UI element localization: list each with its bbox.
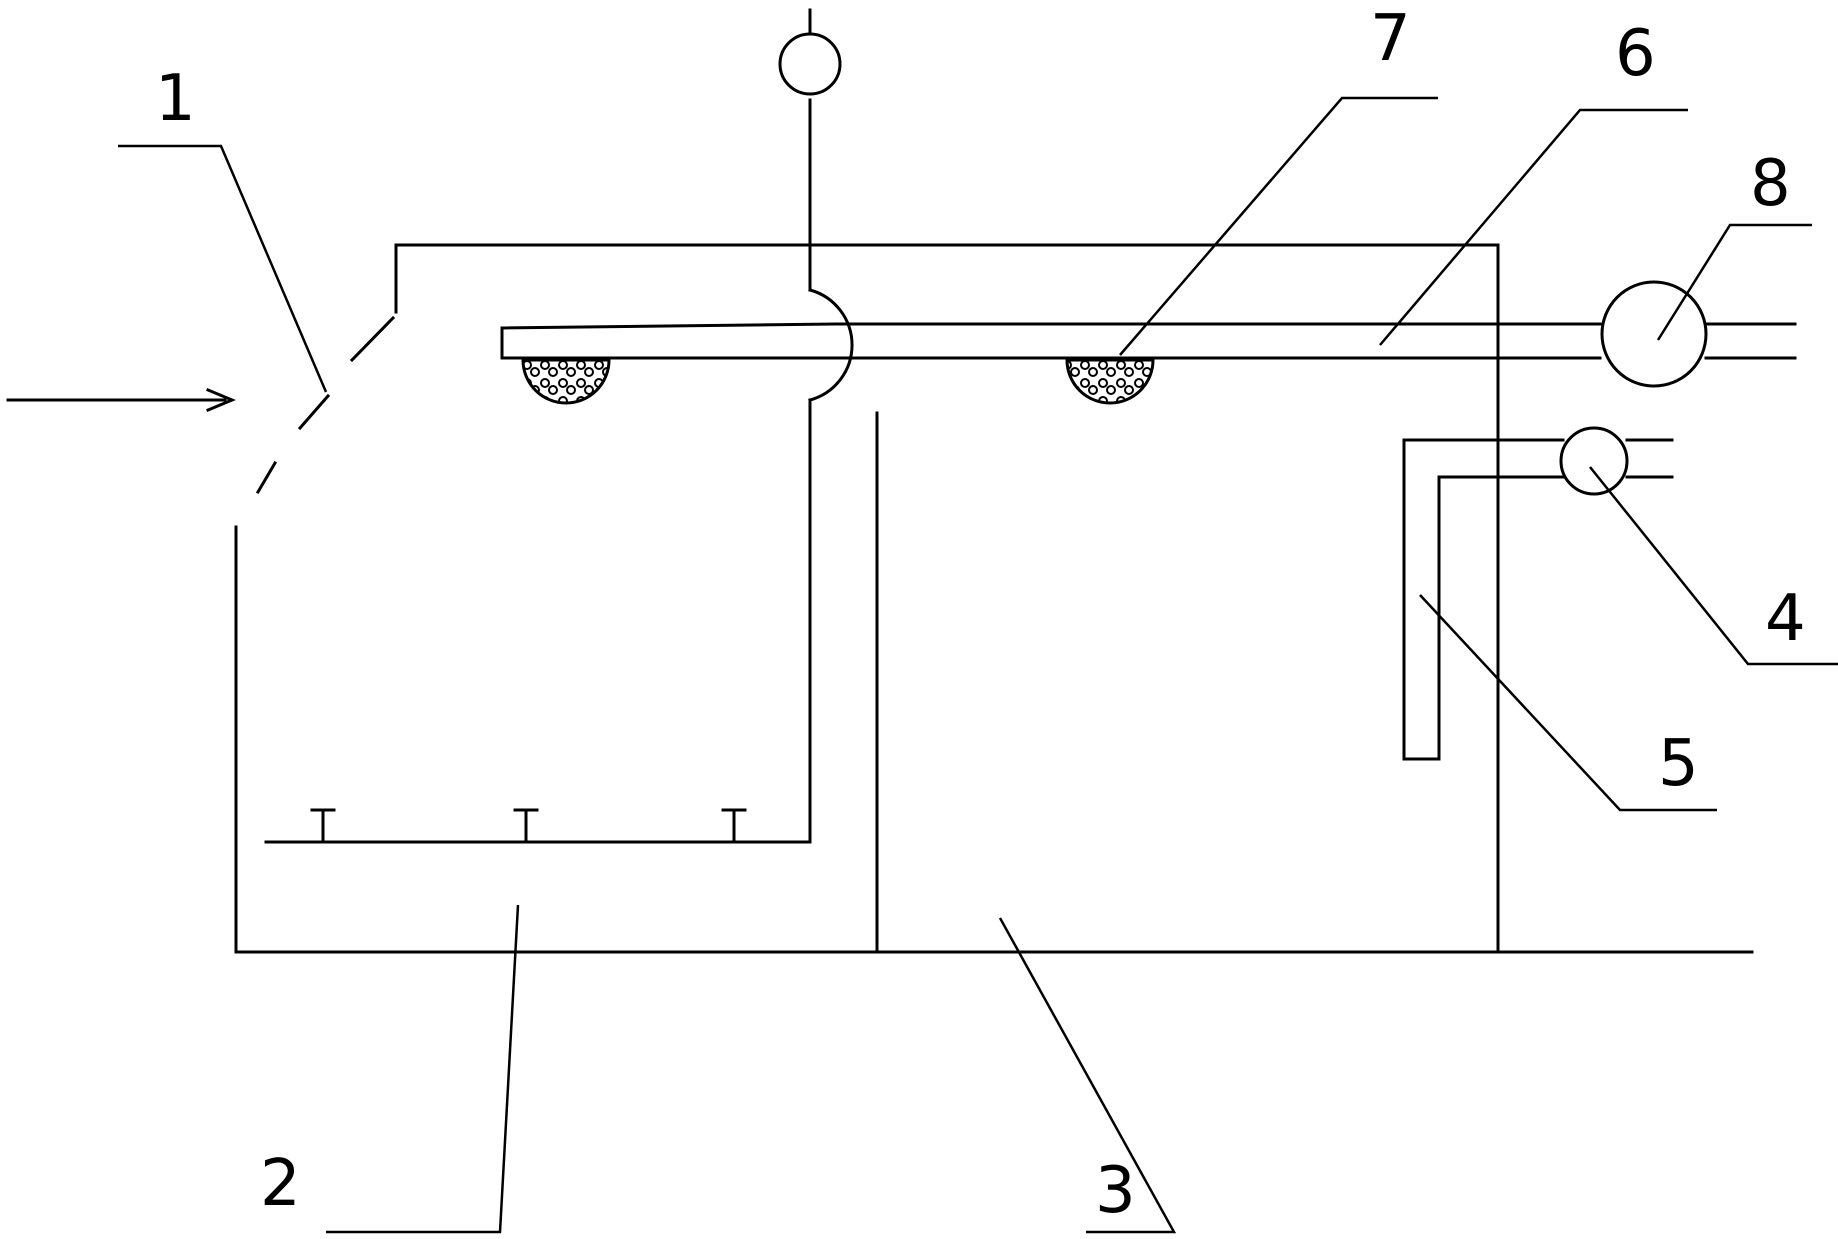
label-8: 8 bbox=[1750, 147, 1791, 221]
sludge-pipe bbox=[1402, 438, 1565, 761]
media-ball-left bbox=[521, 358, 611, 405]
label-7: 7 bbox=[1370, 2, 1411, 76]
pump-8 bbox=[1600, 280, 1797, 388]
tank-outer-wall bbox=[234, 243, 1754, 954]
pump-4 bbox=[1559, 426, 1674, 496]
leader-lines bbox=[118, 96, 1838, 1234]
media-ball-right bbox=[1065, 358, 1155, 405]
label-6: 6 bbox=[1615, 17, 1656, 91]
label-5: 5 bbox=[1658, 727, 1699, 801]
inlet-arrow bbox=[6, 388, 236, 412]
label-4: 4 bbox=[1765, 582, 1806, 656]
diffuser-heads bbox=[310, 808, 747, 844]
label-1: 1 bbox=[155, 62, 196, 136]
collection-pipe bbox=[500, 322, 1602, 360]
aeration-pipe bbox=[264, 8, 854, 844]
label-3: 3 bbox=[1095, 1154, 1136, 1228]
inlet-opening-dashed bbox=[255, 315, 396, 495]
label-2: 2 bbox=[260, 1147, 301, 1221]
